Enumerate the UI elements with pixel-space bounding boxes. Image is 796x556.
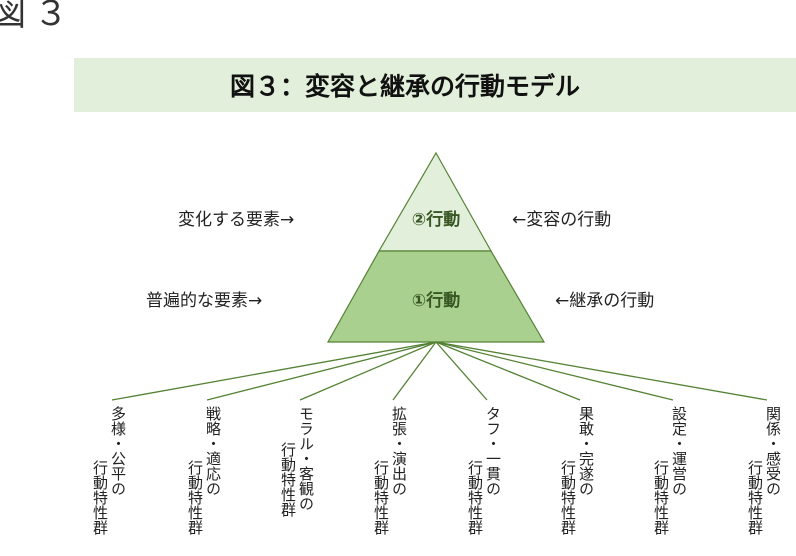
title-banner: 図３：変容と継承の行動モデル	[74, 58, 796, 112]
left-top-label: 変化する要素→	[178, 210, 295, 230]
pyramid-bottom-tier	[326, 250, 546, 343]
diagram-title: 図３：変容と継承の行動モデル	[229, 72, 580, 101]
group-suffix: 行動特性群	[279, 442, 297, 517]
top-tier-label: ②行動	[411, 210, 461, 230]
behavior-group: 戦略・適応の行動特性群	[186, 406, 222, 535]
group-name: 果敢・完遂の	[577, 406, 595, 496]
group-suffix: 行動特性群	[746, 460, 764, 535]
connector-line	[111, 341, 437, 401]
connector-line	[435, 341, 768, 401]
group-name: モラル・客観の	[297, 406, 315, 511]
behavior-group: 関係・感受の行動特性群	[746, 406, 782, 535]
group-name: 戦略・適応の	[204, 406, 222, 496]
pyramid-top-tier	[377, 151, 493, 252]
behavior-group: タフ・一貫の行動特性群	[466, 406, 502, 535]
behavior-group: 拡張・演出の行動特性群	[372, 406, 408, 535]
group-suffix: 行動特性群	[186, 460, 204, 535]
group-name: 関係・感受の	[764, 406, 782, 496]
group-suffix: 行動特性群	[372, 460, 390, 535]
group-name: タフ・一貫の	[484, 406, 502, 496]
group-name: 拡張・演出の	[390, 406, 408, 496]
right-top-label: ←変容の行動	[512, 210, 612, 230]
group-name: 設定・運営の	[670, 406, 688, 496]
behavior-group: 多様・公平の行動特性群	[91, 406, 127, 535]
behavior-group: 設定・運営の行動特性群	[652, 406, 688, 535]
right-bottom-label: ←継承の行動	[555, 291, 655, 311]
group-suffix: 行動特性群	[652, 460, 670, 535]
connector-line	[435, 341, 674, 401]
left-bottom-label: 普遍的な要素→	[146, 291, 263, 311]
group-suffix: 行動特性群	[559, 460, 577, 535]
figure-label: 図３	[0, 0, 76, 34]
connector-line	[435, 341, 488, 401]
bottom-tier-label: ①行動	[411, 291, 461, 311]
group-suffix: 行動特性群	[466, 460, 484, 535]
group-suffix: 行動特性群	[91, 460, 109, 535]
connector-line	[299, 341, 437, 401]
behavior-group: 果敢・完遂の行動特性群	[559, 406, 595, 535]
connector-line	[435, 341, 581, 401]
behavior-group: モラル・客観の行動特性群	[279, 406, 315, 517]
group-name: 多様・公平の	[109, 406, 127, 496]
connector-line	[392, 341, 437, 401]
connector-line	[206, 341, 437, 401]
